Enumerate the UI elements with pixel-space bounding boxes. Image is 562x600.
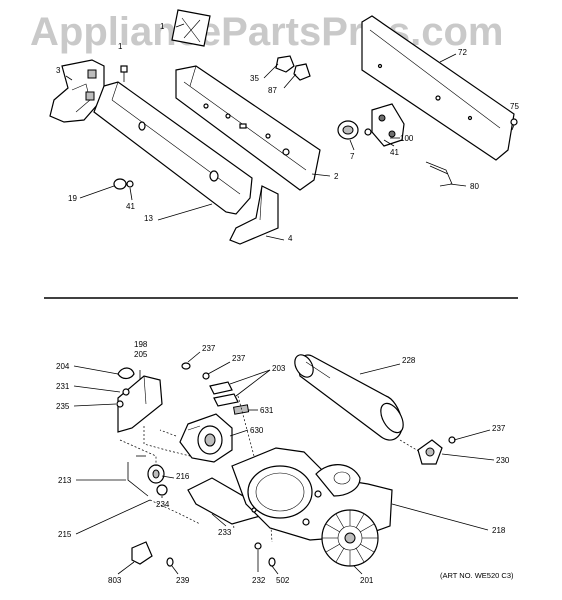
callout-41: 41 — [126, 202, 135, 211]
callout-201: 201 — [360, 576, 374, 585]
part-232-screw — [254, 542, 262, 550]
callout-230: 230 — [496, 456, 510, 465]
part-203-motor-clamps — [209, 381, 239, 407]
part-72-rear-plate — [361, 15, 515, 161]
callout-205: 205 — [134, 350, 148, 359]
callout-100: 100 — [400, 134, 414, 143]
part-100-switch-block — [371, 103, 405, 147]
callout-237: 237 — [202, 344, 216, 353]
part-235-screw — [116, 400, 124, 408]
callout-232: 232 — [252, 576, 266, 585]
part-630-drive-motor — [179, 413, 233, 463]
part-237-screw-a — [181, 362, 191, 370]
callout-72: 72 — [458, 48, 467, 57]
part-228-exhaust-duct — [294, 354, 404, 441]
callout-237: 237 — [232, 354, 246, 363]
callout-35: 35 — [250, 74, 259, 83]
callout-630: 630 — [250, 426, 264, 435]
part-75-screw — [510, 118, 518, 131]
callout-198: 198 — [134, 340, 148, 349]
callout-239: 239 — [176, 576, 190, 585]
callout-1: 1 — [118, 42, 123, 51]
part-3-end-cap — [49, 59, 105, 123]
part-213-belt-idler — [127, 455, 165, 497]
callout-19: 19 — [68, 194, 77, 203]
callout-1: 1 — [160, 22, 165, 31]
part-803-door-switch — [131, 541, 153, 565]
callout-3: 3 — [56, 66, 61, 75]
part-80-harness — [425, 161, 453, 187]
callout-233: 233 — [218, 528, 232, 537]
part-41-nut — [126, 180, 134, 188]
callout-7: 7 — [350, 152, 355, 161]
callout-237: 237 — [492, 424, 506, 433]
callout-502: 502 — [276, 576, 290, 585]
part-19-button — [113, 178, 127, 190]
callout-803: 803 — [108, 576, 122, 585]
part-631-harness-plug — [233, 404, 250, 415]
part-237-screw-b — [202, 372, 210, 380]
part-35-clip — [275, 55, 295, 73]
callout-631: 631 — [260, 406, 274, 415]
watermark: AppliancePartsPros.com — [30, 10, 504, 54]
callout-215: 215 — [58, 530, 72, 539]
part-1-label-card — [171, 9, 211, 47]
part-87-clip — [293, 63, 311, 81]
callout-87: 87 — [268, 86, 277, 95]
callout-234: 234 — [156, 500, 170, 509]
part-2-backsplash-frame — [175, 65, 321, 191]
part-502-screw — [268, 557, 276, 567]
callout-80: 80 — [470, 182, 479, 191]
callout-216: 216 — [176, 472, 190, 481]
callout-235: 235 — [56, 402, 70, 411]
callout-2: 2 — [334, 172, 339, 181]
callout-228: 228 — [402, 356, 416, 365]
callout-204: 204 — [56, 362, 70, 371]
callout-75: 75 — [510, 102, 519, 111]
bottom-leader-lines — [73, 351, 495, 575]
part-205-motor-switch-bracket — [117, 375, 163, 433]
callout-4: 4 — [288, 234, 293, 243]
top-leader-lines — [65, 23, 467, 241]
callout-13: 13 — [144, 214, 153, 223]
part-4-end-bracket — [229, 185, 279, 245]
callout-218: 218 — [492, 526, 506, 535]
callout-213: 213 — [58, 476, 72, 485]
callout-203: 203 — [272, 364, 286, 373]
callout-41: 41 — [390, 148, 399, 157]
part-201-blower-wheel — [321, 509, 379, 567]
part-239-screw — [166, 557, 174, 567]
part-7-knob — [337, 120, 359, 140]
part-41-shaft — [364, 128, 372, 136]
part-13-control-panel — [93, 81, 253, 215]
callout-231: 231 — [56, 382, 70, 391]
part-204-spring-clip — [117, 367, 135, 380]
art-number: (ART NO. WE520 C3) — [440, 571, 514, 580]
part-234-pulley — [156, 484, 168, 496]
part-231-screw — [122, 388, 130, 396]
part-230-thermostat — [417, 439, 443, 465]
part-1-screw — [120, 65, 128, 82]
